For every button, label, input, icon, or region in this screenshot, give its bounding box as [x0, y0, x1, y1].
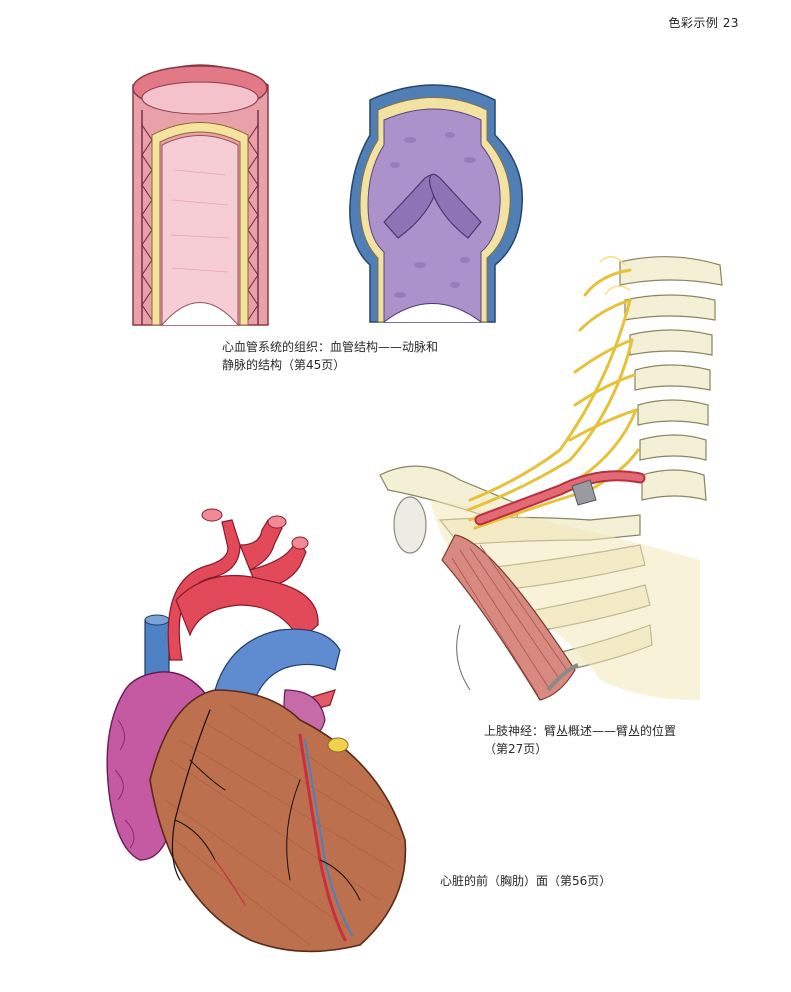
caption-line: 心血管系统的组织：血管结构——动脉和 — [222, 340, 439, 354]
vein-illustration — [349, 84, 524, 323]
artery-illustration — [132, 64, 269, 326]
page-number: 23 — [722, 16, 739, 30]
caption-brachial-plexus: 上肢神经：臂丛概述——臂丛的位置 （第27页） — [484, 722, 714, 758]
brachial-plexus-illustration — [379, 256, 723, 701]
caption-line: 心脏的前（胸肋）面（第56页） — [440, 874, 612, 888]
section-label: 色彩示例 — [668, 16, 719, 30]
caption-line: 静脉的结构（第45页） — [222, 358, 346, 372]
heart-illustration — [106, 508, 407, 953]
caption-blood-vessel: 心血管系统的组织：血管结构——动脉和 静脉的结构（第45页） — [222, 338, 472, 374]
page-header: 色彩示例 23 — [668, 14, 739, 31]
caption-line: 上肢神经：臂丛概述——臂丛的位置 — [484, 724, 677, 738]
caption-line: （第27页） — [484, 742, 548, 756]
caption-heart: 心脏的前（胸肋）面（第56页） — [440, 872, 690, 890]
